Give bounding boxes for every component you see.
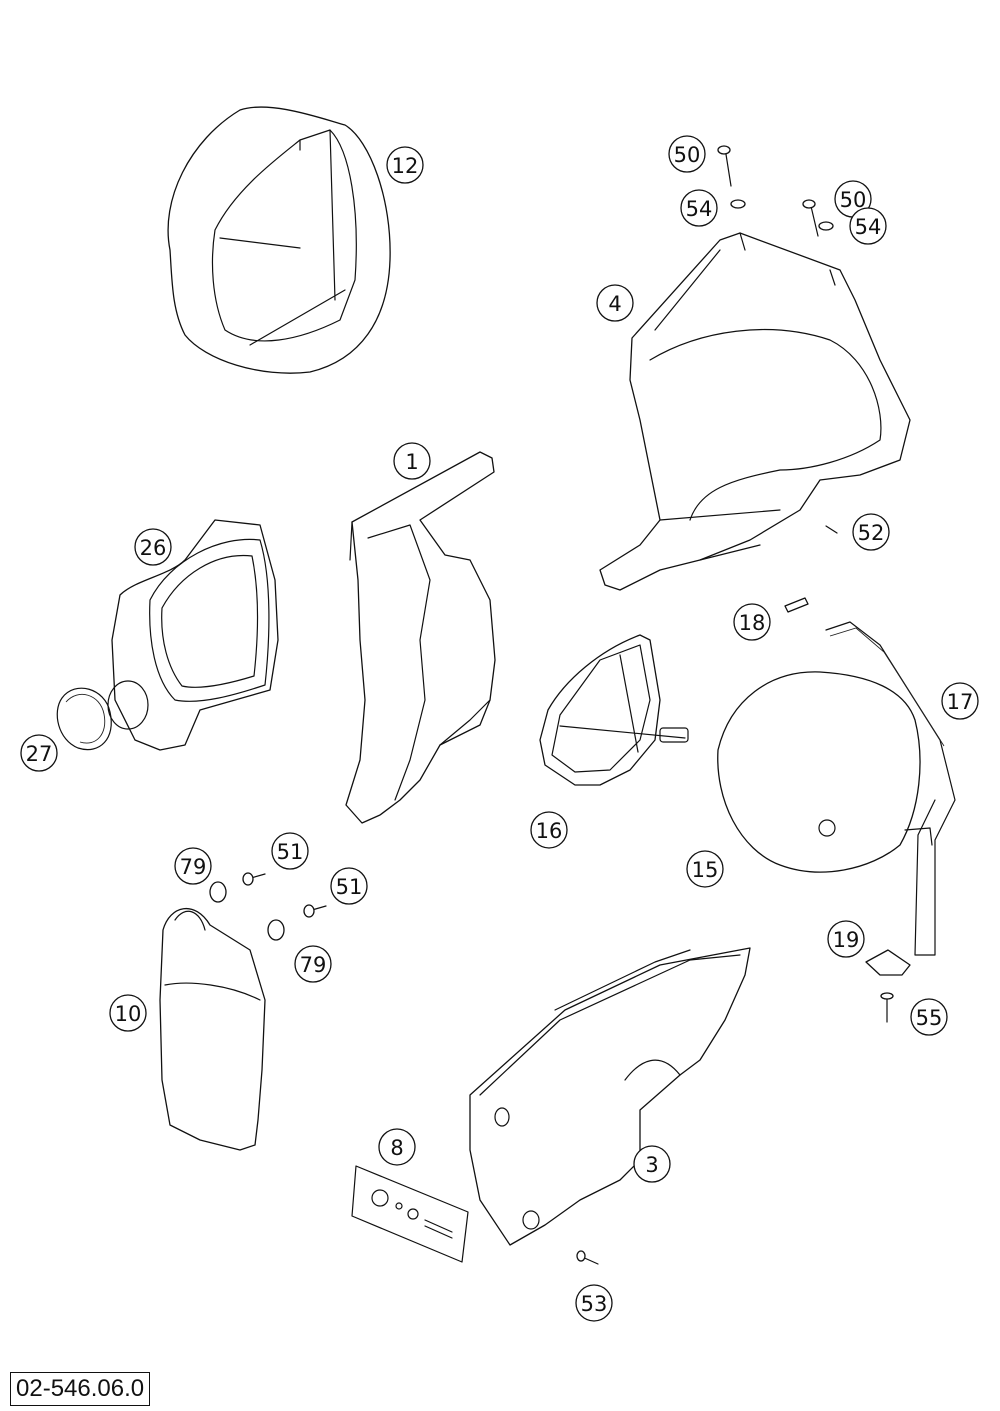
washer-part-54-a xyxy=(730,199,746,209)
air-filter-housing-part-26 xyxy=(107,519,279,751)
svg-text:51: 51 xyxy=(336,875,363,899)
callout-1: 1 xyxy=(393,442,431,480)
svg-text:4: 4 xyxy=(608,292,621,316)
callout-51-a: 51 xyxy=(271,832,309,870)
callout-17: 17 xyxy=(941,682,979,720)
svg-text:15: 15 xyxy=(692,858,719,882)
callout-4: 4 xyxy=(596,284,634,322)
svg-text:52: 52 xyxy=(858,521,885,545)
filter-cover-part-15 xyxy=(717,671,921,873)
filter-cage-part-16 xyxy=(539,634,689,786)
document-id-label: 02-546.06.0 xyxy=(10,1372,151,1406)
air-filter-part-12 xyxy=(167,106,391,374)
callout-8: 8 xyxy=(378,1128,416,1166)
screw-part-52 xyxy=(825,525,838,534)
washer-part-54-b xyxy=(818,221,834,231)
screw-part-51-b xyxy=(303,904,327,918)
screw-part-55 xyxy=(880,992,894,1023)
svg-text:3: 3 xyxy=(645,1153,658,1177)
bracket-part-19 xyxy=(865,949,911,976)
svg-text:26: 26 xyxy=(140,536,167,560)
callout-15: 15 xyxy=(686,850,724,888)
callout-19: 19 xyxy=(827,920,865,958)
svg-text:79: 79 xyxy=(300,953,327,977)
callout-51-b: 51 xyxy=(330,867,368,905)
screw-part-50-a xyxy=(717,145,732,187)
svg-text:10: 10 xyxy=(115,1002,142,1026)
svg-text:79: 79 xyxy=(180,855,207,879)
svg-text:19: 19 xyxy=(833,928,860,952)
callout-79-b: 79 xyxy=(294,945,332,983)
air-box-part-4 xyxy=(599,232,911,591)
callout-3: 3 xyxy=(633,1145,671,1183)
callout-54-b: 54 xyxy=(849,207,887,245)
svg-text:54: 54 xyxy=(855,215,882,239)
svg-text:51: 51 xyxy=(277,840,304,864)
svg-text:16: 16 xyxy=(536,819,563,843)
callout-27: 27 xyxy=(20,734,58,772)
hardware-kit-part-8 xyxy=(351,1165,469,1263)
bracket-strap-part-17 xyxy=(825,621,956,956)
svg-text:1: 1 xyxy=(405,450,418,474)
screw-part-51-a xyxy=(242,872,266,886)
svg-text:8: 8 xyxy=(390,1136,403,1160)
side-cover-part-3 xyxy=(469,947,751,1246)
callout-54-a: 54 xyxy=(680,189,718,227)
svg-text:50: 50 xyxy=(674,143,701,167)
callout-26: 26 xyxy=(134,528,172,566)
svg-text:54: 54 xyxy=(686,197,713,221)
callout-16: 16 xyxy=(530,811,568,849)
callout-52: 52 xyxy=(852,513,890,551)
screw-part-53 xyxy=(576,1250,599,1265)
frame-part-1 xyxy=(345,451,496,824)
svg-text:55: 55 xyxy=(916,1006,943,1030)
grommet-part-79-a xyxy=(209,881,227,903)
svg-text:50: 50 xyxy=(840,188,867,212)
hose-clamp-part-27 xyxy=(56,687,112,751)
side-panel-part-10 xyxy=(159,907,266,1151)
callout-10: 10 xyxy=(109,994,147,1032)
callout-79-a: 79 xyxy=(174,847,212,885)
svg-text:53: 53 xyxy=(581,1292,608,1316)
svg-text:27: 27 xyxy=(26,742,53,766)
screw-part-50-b xyxy=(802,199,819,237)
svg-text:12: 12 xyxy=(392,154,419,178)
svg-text:17: 17 xyxy=(947,690,974,714)
callout-12: 12 xyxy=(386,146,424,184)
callout-53: 53 xyxy=(575,1284,613,1322)
callout-55: 55 xyxy=(910,998,948,1036)
grommet-part-79-b xyxy=(267,919,285,941)
pin-part-18 xyxy=(784,597,809,613)
callout-50-b: 50 xyxy=(834,180,872,218)
callout-18: 18 xyxy=(733,603,771,641)
callout-50-a: 50 xyxy=(668,135,706,173)
svg-text:18: 18 xyxy=(739,611,766,635)
